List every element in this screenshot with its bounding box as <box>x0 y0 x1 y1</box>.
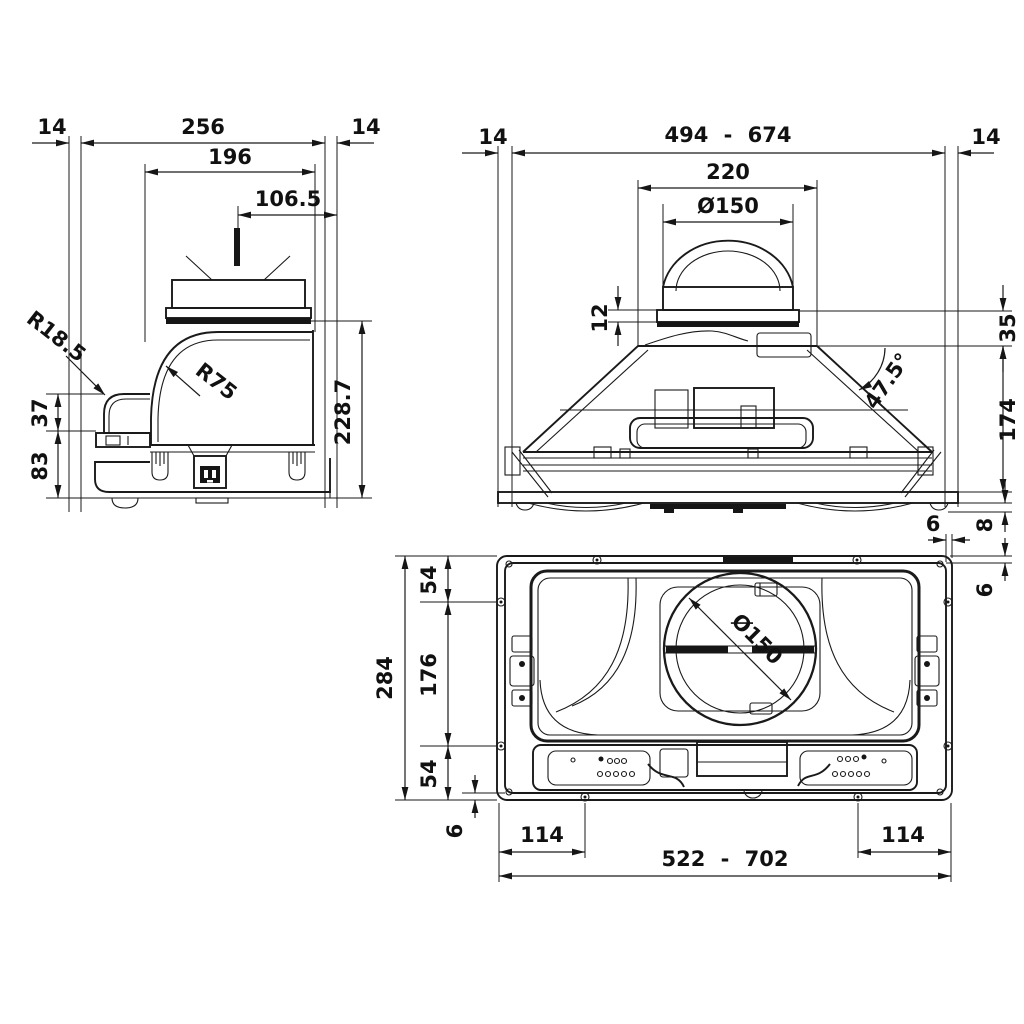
dim-front-gap-left: 14 <box>478 125 507 149</box>
side-view: 14 256 14 196 106.5 <box>22 115 381 512</box>
cant-angle-arc <box>858 347 886 391</box>
dim-front-duct-diameter: Ø150 <box>697 194 759 218</box>
dim-front-bottom-clearance: 8 <box>973 518 997 533</box>
dim-front-flange-height: 12 <box>588 303 612 332</box>
dim-plan-rear-edge: 54 <box>417 759 441 788</box>
motor-box <box>693 387 775 429</box>
power-cable <box>234 228 240 266</box>
base-plate <box>497 491 959 504</box>
dim-plan-width-range: 522 - 702 <box>661 847 788 871</box>
outer-flange <box>496 555 953 801</box>
dim-side-radius-top: R75 <box>191 358 242 405</box>
dim-side-duct-offset: 106.5 <box>255 187 321 211</box>
latch-right <box>914 635 940 707</box>
electronics-strip <box>532 744 918 791</box>
dim-plan-rim-bottom: 6 <box>443 824 467 839</box>
dim-plan-rim-top: 6 <box>973 583 997 598</box>
side-upper-housing <box>171 279 306 309</box>
latch-left <box>509 635 535 707</box>
duct-collar <box>662 286 794 311</box>
base-pan <box>94 458 331 493</box>
dim-front-cant-angle: 47.5° <box>860 349 915 414</box>
dim-front-spigot-height: 35 <box>996 313 1020 342</box>
dim-side-overall-width: 256 <box>181 115 225 139</box>
dim-front-width-range: 494 - 674 <box>664 123 791 147</box>
dim-front-top-width: 220 <box>706 160 750 184</box>
duct-dome <box>662 239 794 288</box>
r75-curve <box>150 331 219 419</box>
dim-plan-depth: 284 <box>373 656 397 700</box>
dim-plan-screw-offset-left: 114 <box>520 823 564 847</box>
dim-plan-center-span: 176 <box>417 653 441 697</box>
plan-view: Ø150 <box>373 512 1012 882</box>
dim-front-gap-right: 14 <box>971 125 1000 149</box>
damper-frame <box>659 586 821 712</box>
liner <box>529 569 921 743</box>
mains-plug <box>193 455 227 489</box>
front-view: 14 494 - 674 14 220 Ø150 <box>462 123 1020 532</box>
front-pod <box>103 393 150 434</box>
duct-circle <box>662 571 818 727</box>
dim-front-body-height: 174 <box>996 398 1020 442</box>
dim-plan-screw-offset-right: 114 <box>881 823 925 847</box>
dim-side-gap-left: 14 <box>37 115 66 139</box>
grease-tray <box>629 417 814 449</box>
lamp-strip <box>650 504 786 509</box>
dim-side-gap-right: 14 <box>351 115 380 139</box>
dim-side-base-height: 83 <box>28 451 52 480</box>
dim-side-body-width: 196 <box>208 145 252 169</box>
dim-side-step-height: 37 <box>28 398 52 427</box>
blower-outlet <box>756 332 812 358</box>
dim-plan-front-edge: 54 <box>417 565 441 594</box>
dim-side-radius-front: R18.5 <box>22 306 90 367</box>
dim-plan-rim-right: 6 <box>926 512 941 536</box>
junction-box <box>696 741 788 777</box>
side-mounting-flange <box>166 318 311 324</box>
damper-blade-left <box>666 646 728 653</box>
front-mounting-flange <box>657 322 799 327</box>
dim-side-total-height: 228.7 <box>331 379 355 445</box>
